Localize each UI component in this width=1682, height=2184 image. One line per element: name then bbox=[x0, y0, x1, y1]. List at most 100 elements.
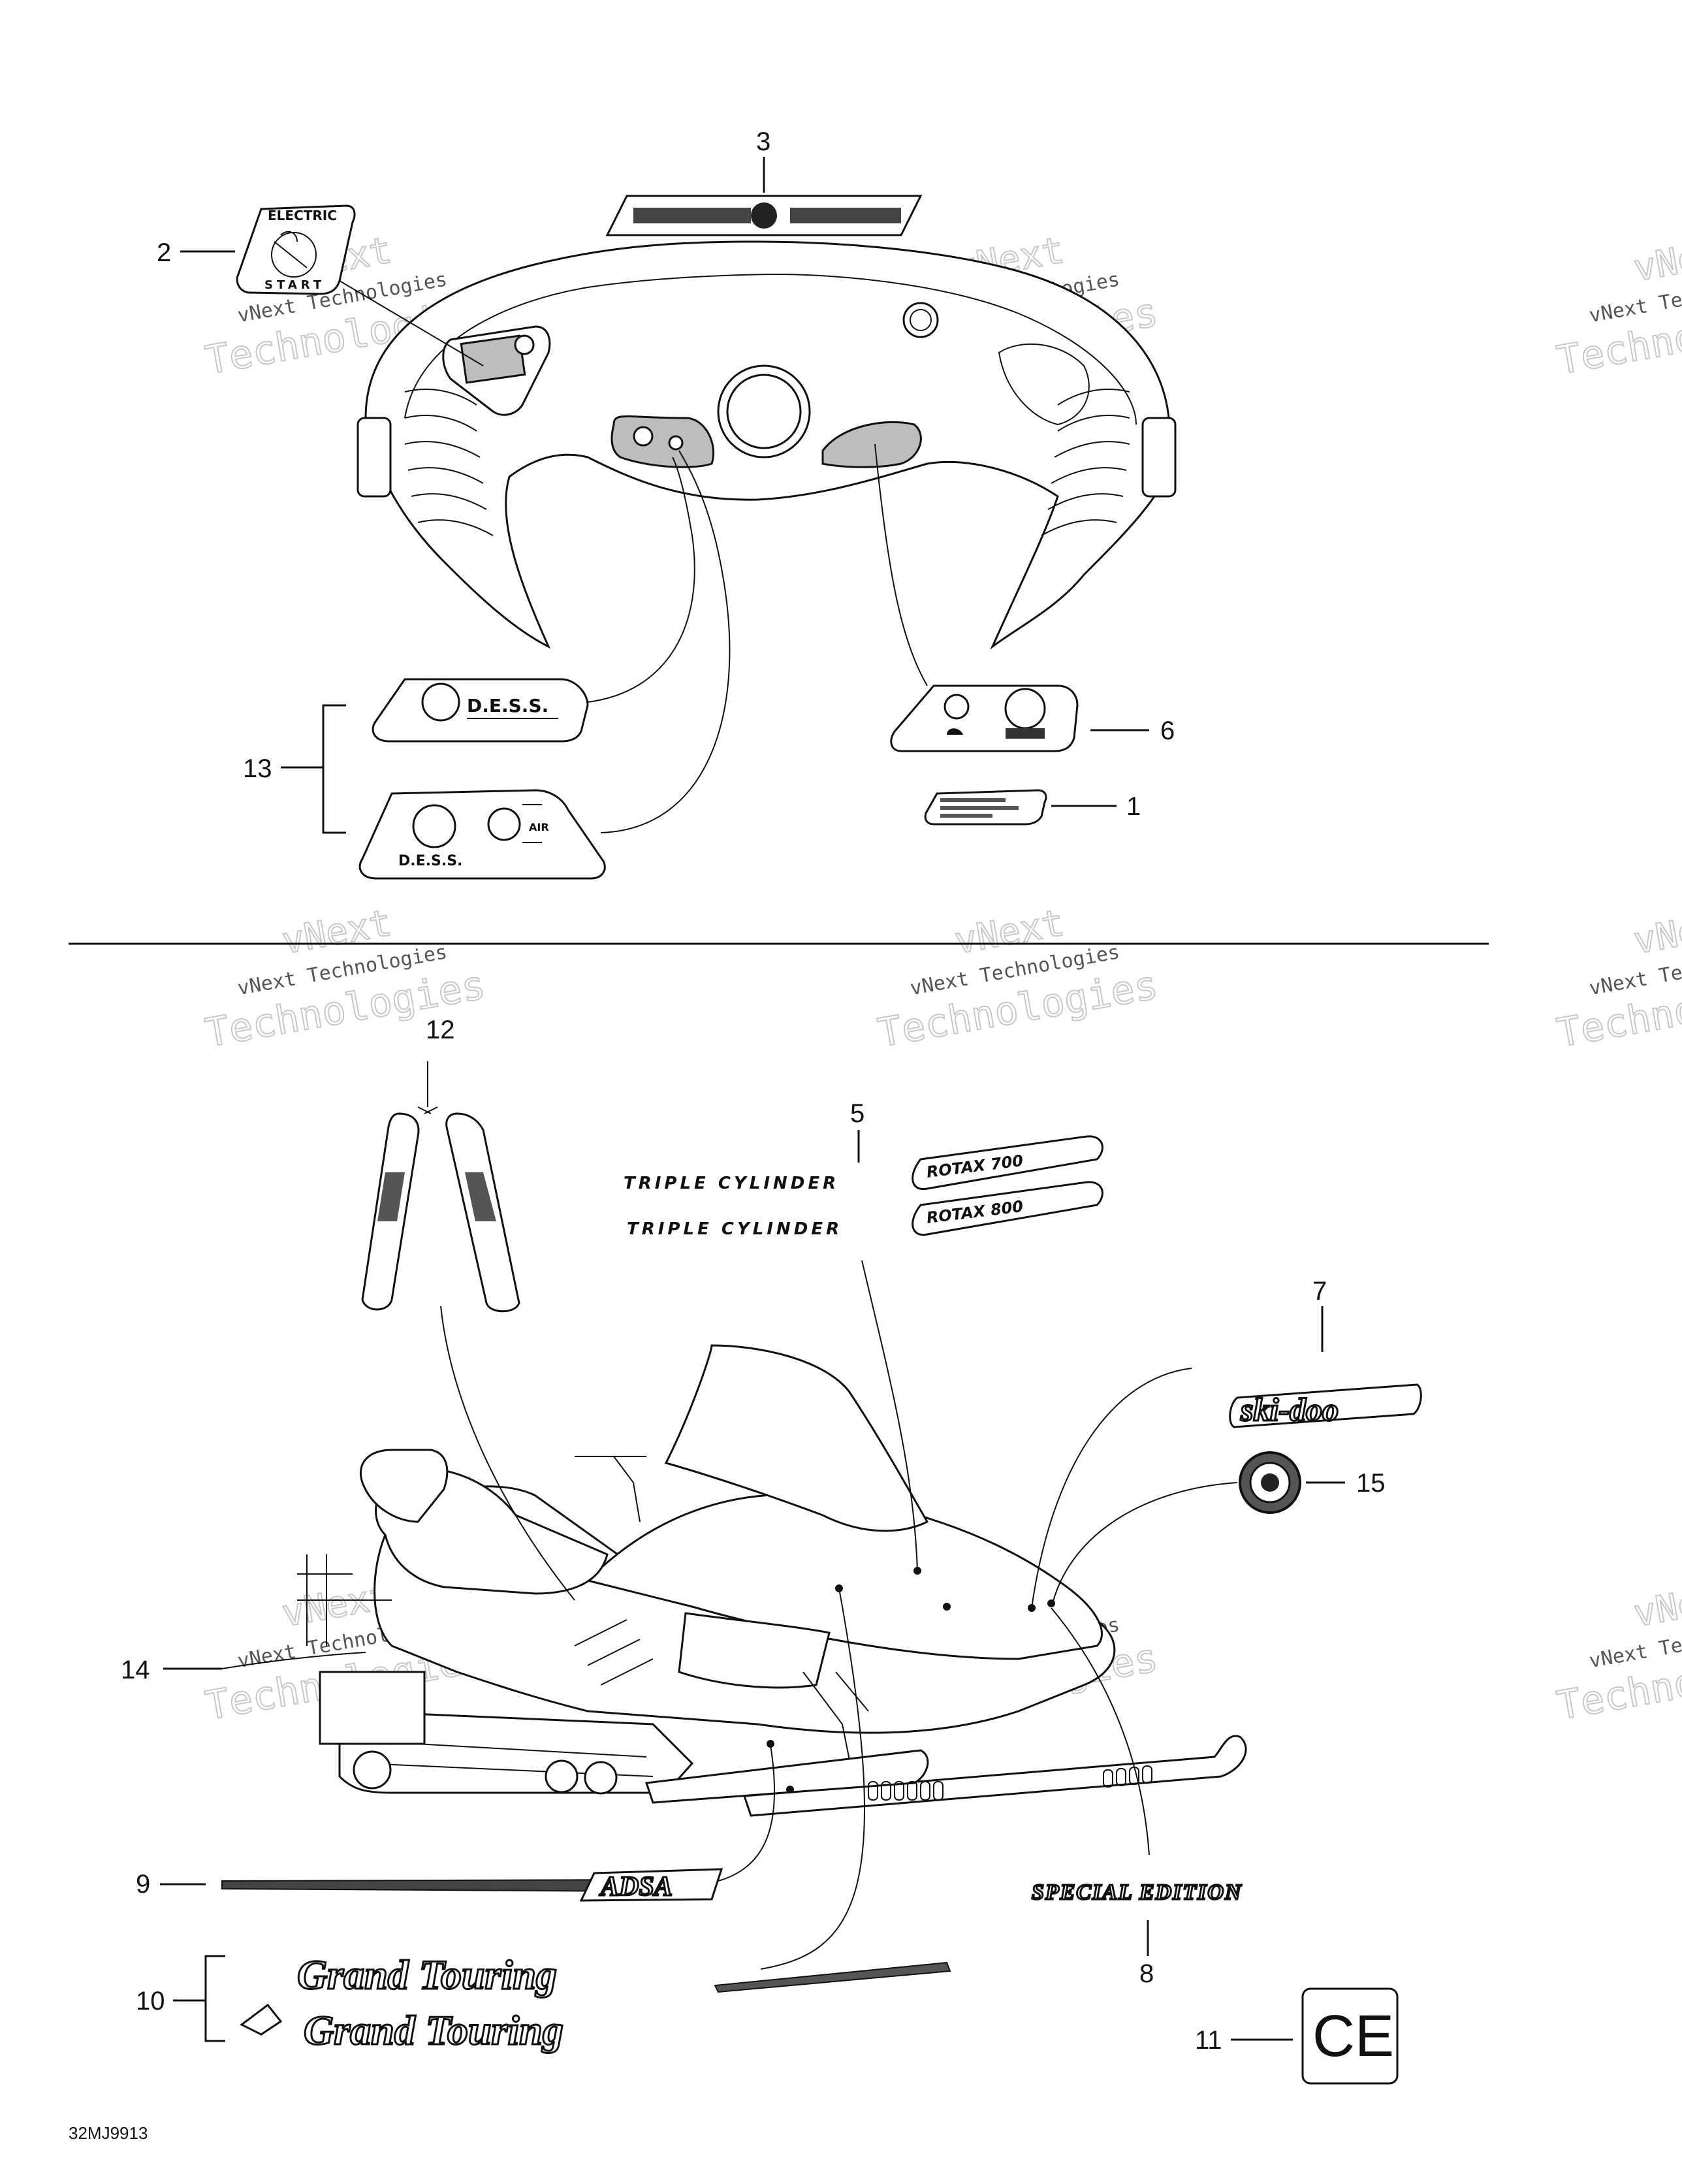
ce-mark: CE bbox=[1301, 1987, 1399, 2085]
adsa-badge-bg bbox=[579, 1868, 723, 1902]
dess-decal-on-console bbox=[611, 415, 715, 468]
adsa-stripe: ADSA bbox=[221, 1868, 723, 1903]
small-label bbox=[924, 789, 1047, 826]
callout-5: 5 bbox=[850, 1099, 865, 1128]
triple-cylinder-decals: TRIPLE CYLINDER ROTAX 700 TRIPLE CYLINDE… bbox=[624, 1135, 1103, 1239]
mid-idler-wheel bbox=[545, 1759, 579, 1793]
gauge-decal bbox=[890, 684, 1079, 752]
leader-12 bbox=[417, 1061, 438, 1114]
callout-numbers: 3 2 6 1 13 12 5 7 15 14 9 8 10 11 bbox=[121, 127, 1386, 2055]
callout-9: 9 bbox=[136, 1870, 150, 1899]
leader-12-to-body bbox=[440, 1306, 575, 1601]
key-icon bbox=[274, 231, 308, 268]
triple-cylinder-decal-1: TRIPLE CYLINDER ROTAX 700 bbox=[624, 1135, 1103, 1193]
console-left-end bbox=[357, 417, 392, 498]
gauge-decal-on-console bbox=[821, 421, 922, 468]
decal-dot-7 bbox=[786, 1786, 794, 1793]
leader-8-to-hood bbox=[1051, 1607, 1150, 1855]
bracket-13 bbox=[322, 704, 346, 834]
key-icon-circle bbox=[271, 232, 317, 278]
leader-14-to-body bbox=[221, 1652, 366, 1669]
decal-dot-6 bbox=[767, 1740, 774, 1748]
snowmobile bbox=[297, 1344, 1247, 1817]
watermark-3: vNext vNext Technologies Technologies bbox=[1553, 229, 1682, 385]
watermark-5: vNext vNext Technologies Technologies bbox=[874, 901, 1162, 1057]
watermark-line1: vNext bbox=[1630, 1575, 1682, 1635]
handlebar bbox=[575, 1456, 646, 1522]
dess-a-hole bbox=[421, 682, 460, 722]
windshield bbox=[664, 1344, 929, 1532]
console-right-end bbox=[1141, 417, 1177, 498]
gauge-decal-large-hole bbox=[1004, 688, 1046, 730]
leader-9-to-body bbox=[718, 1744, 775, 1882]
label-line-3 bbox=[940, 814, 992, 818]
center-gauge-inner bbox=[726, 374, 802, 449]
skidoo-bee-logo bbox=[240, 2003, 283, 2036]
callout-14: 14 bbox=[121, 1656, 150, 1684]
triple-cylinder-decal-2: TRIPLE CYLINDER ROTAX 800 bbox=[627, 1181, 1103, 1239]
strip-shading-right bbox=[790, 208, 901, 223]
air-label: AIR bbox=[529, 821, 549, 833]
leader-2-to-console bbox=[339, 280, 484, 366]
callout-13: 13 bbox=[243, 754, 272, 783]
callout-3: 3 bbox=[756, 127, 770, 156]
bottom-leaders bbox=[160, 1260, 1345, 2042]
leader-13a bbox=[587, 457, 695, 703]
skidoo-badge: ski-doo bbox=[1229, 1383, 1422, 1429]
console-assembly bbox=[357, 195, 1177, 650]
skidoo-label: ski-doo bbox=[1240, 1391, 1339, 1428]
front-idler-wheel bbox=[584, 1761, 618, 1795]
triple-cylinder-label-1: TRIPLE CYLINDER bbox=[624, 1174, 839, 1193]
console-round-button-inner bbox=[910, 309, 932, 331]
key-panel-hole bbox=[514, 334, 535, 355]
side-panel bbox=[678, 1612, 831, 1689]
callout-7: 7 bbox=[1312, 1277, 1327, 1306]
dess-decal-b: D.E.S.S. AIR bbox=[358, 789, 606, 880]
watermark-9: vNext vNext Technologies Technologies bbox=[1553, 1574, 1682, 1730]
ce-mark-label: CE bbox=[1312, 2004, 1394, 2069]
console-round-button bbox=[902, 302, 939, 338]
rear-idler-wheel bbox=[353, 1750, 392, 1790]
bracket-10 bbox=[204, 1955, 225, 2042]
leader-15-to-hood bbox=[1052, 1482, 1238, 1604]
electric-start-decal: ELECTRIC START bbox=[236, 204, 356, 295]
callout-15: 15 bbox=[1356, 1469, 1386, 1498]
dess-decal-hole-1 bbox=[633, 426, 654, 447]
electric-start-label-top: ELECTRIC bbox=[268, 208, 337, 223]
dess-a-label: D.E.S.S. bbox=[467, 695, 548, 716]
backrest bbox=[359, 1449, 449, 1523]
leader-13b bbox=[600, 450, 731, 833]
leader-10-to-body bbox=[760, 1588, 866, 1970]
watermark-6: vNext vNext Technologies Technologies bbox=[1553, 901, 1682, 1057]
strip-shading-left bbox=[633, 208, 751, 223]
rear-rack bbox=[297, 1554, 392, 1646]
dess-b-hole-2 bbox=[487, 807, 521, 841]
ce-mark-box bbox=[1301, 1987, 1399, 2085]
callout-8: 8 bbox=[1139, 1959, 1154, 1988]
dess-decal-hole-2 bbox=[668, 435, 684, 451]
gear-emblem bbox=[1239, 1451, 1301, 1514]
grand-touring-label-1: Grand Touring bbox=[297, 1951, 557, 1998]
dess-b-marks bbox=[522, 804, 542, 843]
side-vents bbox=[574, 1619, 654, 1686]
label-line-1 bbox=[940, 798, 1006, 802]
triple-cylinder-label-2: TRIPLE CYLINDER bbox=[627, 1219, 842, 1239]
leader-7-to-hood bbox=[1031, 1368, 1192, 1609]
dess-b-label: D.E.S.S. bbox=[398, 853, 462, 869]
rear-bumper-box bbox=[319, 1671, 426, 1745]
watermark-line1: vNext bbox=[1630, 902, 1682, 963]
console-inner-arch bbox=[404, 273, 1137, 425]
electric-start-label-bottom: START bbox=[264, 278, 325, 292]
gauge-decal-text-block bbox=[1006, 728, 1045, 739]
left-vents bbox=[404, 389, 494, 536]
callout-11: 11 bbox=[1195, 2026, 1222, 2055]
dess-decal-a: D.E.S.S. bbox=[372, 678, 589, 743]
grand-touring-label-2: Grand Touring bbox=[304, 2007, 563, 2053]
leader-5-to-hood bbox=[861, 1260, 918, 1571]
grand-touring-decals: Grand Touring Grand Touring bbox=[240, 1951, 951, 2055]
diagram-code: 32MJ9913 bbox=[69, 2123, 148, 2143]
right-vents bbox=[1041, 389, 1130, 536]
side-decal-left-shading bbox=[377, 1172, 405, 1221]
gauge-decal-small-hole bbox=[944, 694, 970, 720]
